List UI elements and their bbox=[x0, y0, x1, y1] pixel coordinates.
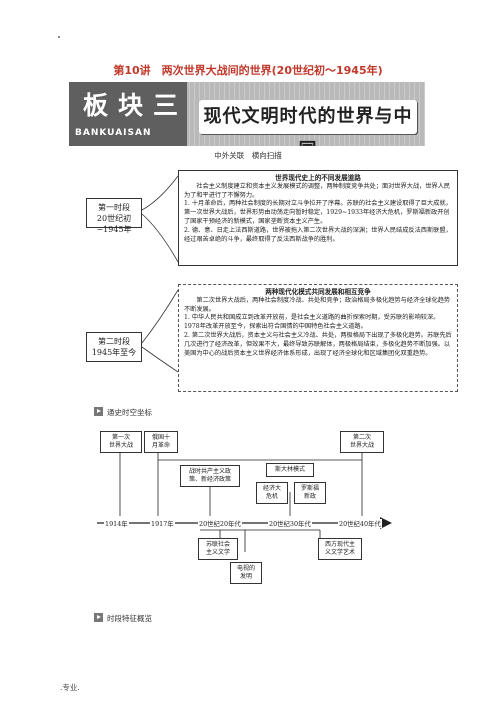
tl-box-ww2: 第二次 世界大战 bbox=[340, 431, 384, 453]
mindmap-connectors bbox=[141, 175, 179, 373]
section-timeline-label: 通史时空坐标 bbox=[107, 408, 152, 417]
tl-box-war-communism: 战时共产主义政 策、新经济政策 bbox=[180, 465, 240, 487]
page-dot bbox=[58, 36, 60, 38]
stage1-title: 世界现代史上的不同发展道路 bbox=[275, 174, 361, 182]
section-features-heading: 时段特征概览 bbox=[94, 613, 152, 624]
stage1-label: 第一时段 20世纪初~1945年 bbox=[86, 198, 142, 234]
stage2-box: 两种现代化模式共同发展和相互竞争 第二次世界大战后，两种社会制度冷战、共处和竞争… bbox=[178, 284, 458, 392]
tl-box-great-depression: 经济大 危机 bbox=[256, 482, 288, 504]
stage2-title: 两种现代化模式共同发展和相互竞争 bbox=[265, 288, 371, 296]
stage1-box: 世界现代史上的不同发展道路 社会主义制度建立和资本主义发展模式的调整，两种制度竞… bbox=[178, 170, 458, 266]
stage2-label: 第二时段 1945年至今 bbox=[86, 332, 142, 362]
tl-box-ww1: 第一次 世界大战 bbox=[100, 431, 142, 453]
tl-tick-1920s: 20世纪20年代 bbox=[198, 519, 242, 528]
subtitle: 中外关联 横向扫描 bbox=[214, 151, 282, 160]
play-icon bbox=[94, 613, 103, 622]
tl-box-october-revolution: 俄国十 月革命 bbox=[144, 431, 178, 453]
lesson-title: 第10讲 两次世界大战间的世界(20世纪初～1945年) bbox=[113, 64, 383, 77]
tl-tick-1930s: 20世纪30年代 bbox=[268, 519, 312, 528]
section-features-label: 时段特征概览 bbox=[107, 614, 152, 623]
stage1-item-1: 1. 十月革命后，两种社会制度的长期对立斗争拉开了序幕。苏联的社会主义建设取得了… bbox=[184, 200, 452, 225]
play-icon bbox=[94, 407, 103, 416]
stage2-item-1: 1. 中华人民共和国成立到改革开放前，是社会主义道路的曲折探索时期，受苏联的影响… bbox=[184, 314, 440, 331]
stage1-intro: 社会主义制度建立和资本主义发展模式的调整，两种制度竞争共处；面对世界大战，世界人… bbox=[184, 182, 451, 199]
tl-box-new-deal: 罗斯福 新政 bbox=[294, 482, 326, 504]
section-timeline-heading: 通史时空坐标 bbox=[94, 407, 152, 418]
tl-box-soviet-literature: 苏联社会 主义文学 bbox=[198, 538, 238, 560]
stage1-item-2: 2. 德、意、日走上法西斯道路，世界被拖入第二次世界大战的深渊；世界人民结成反法… bbox=[184, 226, 452, 243]
banner-title-panel: 现代文明时代的世界与中国 bbox=[199, 100, 417, 146]
banner-big-text: 板块三 bbox=[83, 91, 189, 120]
tl-box-stalin-model: 斯大林模式 bbox=[266, 463, 314, 477]
footer: .专业. bbox=[60, 683, 80, 692]
banner-pinyin: BANKUAISAN bbox=[75, 128, 152, 138]
tl-tick-1917: 1917年 bbox=[150, 519, 175, 528]
section-banner: 板块三 BANKUAISAN 现代文明时代的世界与中国 bbox=[69, 82, 425, 146]
stage2-intro: 第二次世界大战后，两种社会制度冷战、共处和竞争；政治格局多极化趋势与经济全球化趋… bbox=[184, 296, 451, 313]
tl-tick-1914: 1914年 bbox=[104, 519, 129, 528]
banner-title: 现代文明时代的世界与中国 bbox=[203, 106, 413, 146]
stage2-item-2: 2. 第二次世界大战后，资本主义与社会主义冷战、共处，两极格局下出现了多极化趋势… bbox=[184, 331, 452, 357]
banner-left-panel bbox=[69, 82, 187, 146]
tl-box-television: 电视的 发明 bbox=[230, 562, 262, 584]
tl-tick-1940s: 20世纪40年代 bbox=[338, 519, 382, 528]
tl-box-modernist-art: 西方现代主 义文学艺术 bbox=[318, 538, 362, 560]
